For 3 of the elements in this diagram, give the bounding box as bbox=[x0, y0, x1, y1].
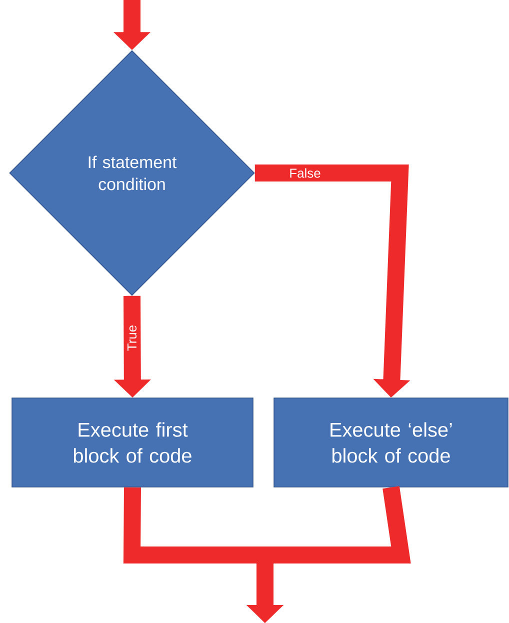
process-box: Execute first block of code bbox=[12, 398, 254, 488]
edge-label: False bbox=[288, 167, 322, 179]
process-box: Execute ‘else’ block of code bbox=[274, 398, 508, 488]
